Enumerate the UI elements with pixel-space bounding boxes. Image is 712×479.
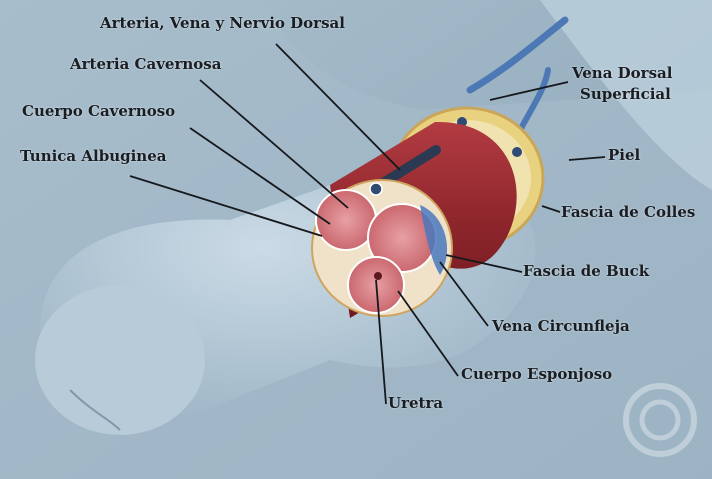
label-tunica-albuginea: Tunica Albuginea bbox=[20, 148, 166, 165]
glans-shape bbox=[35, 285, 205, 435]
label-piel: Piel bbox=[608, 147, 640, 164]
label-vena-circunfleja: Vena Circunfleja bbox=[492, 318, 630, 335]
dorsal-vessel-section bbox=[370, 183, 382, 195]
label-cuerpo-esponjoso: Cuerpo Esponjoso bbox=[461, 366, 612, 383]
label-fascia-de-buck: Fascia de Buck bbox=[523, 263, 649, 280]
label-fascia-de-colles: Fascia de Colles bbox=[561, 204, 695, 221]
label-vena-dorsal: Vena Dorsal bbox=[572, 65, 672, 82]
label-uretra: Uretra bbox=[388, 395, 443, 412]
label-arteria-vena-nervio-dorsal: Arteria, Vena y Nervio Dorsal bbox=[100, 15, 345, 32]
urethra-dot bbox=[374, 272, 382, 280]
label-arteria-cavernosa: Arteria Cavernosa bbox=[70, 56, 221, 73]
label-cuerpo-cavernoso: Cuerpo Cavernoso bbox=[22, 103, 175, 120]
label-superficial: Superficial bbox=[580, 86, 671, 103]
dorsal-vessel-dot-2 bbox=[512, 147, 522, 157]
